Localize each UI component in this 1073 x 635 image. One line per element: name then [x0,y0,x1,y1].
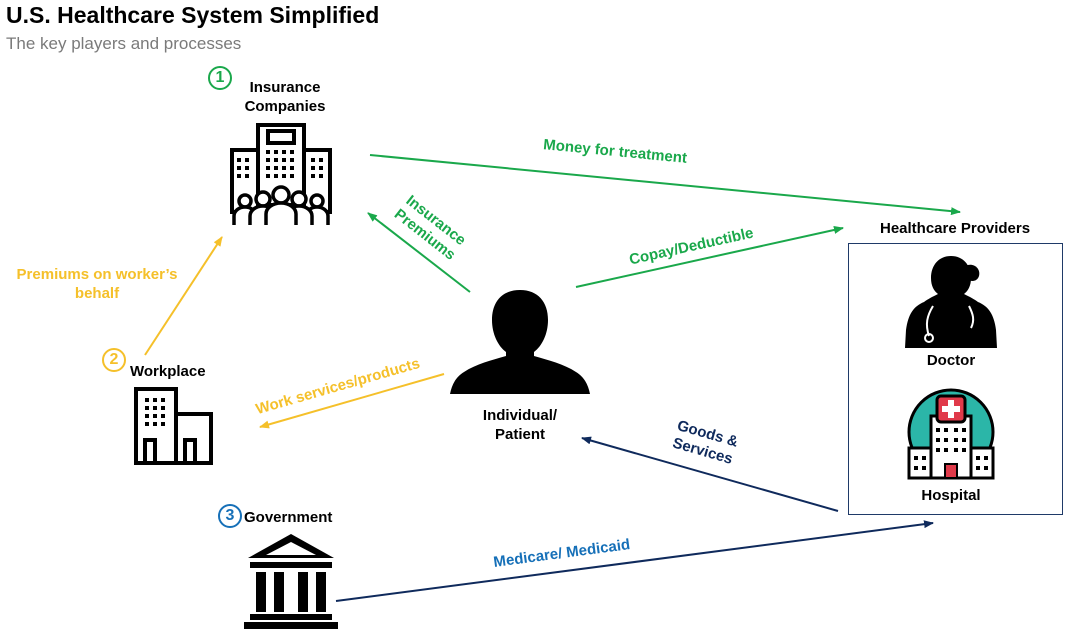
insurance-companies-label: Insurance Companies [230,78,340,116]
arrow-money-for-treatment [369,154,961,216]
healthcare-providers-label: Healthcare Providers [880,220,1031,237]
arrow-premiums-on-workers-behalf [144,236,223,356]
individual-label-line1: Individual/ [482,407,558,424]
premiums-workers-line2: behalf [74,285,120,302]
number-badge-1: 1 [208,66,232,90]
doctor-label: Doctor [926,352,976,369]
insurance-label-line1: Insurance [249,79,321,96]
government-building-icon [244,534,338,629]
office-building-icon [230,123,332,225]
person-silhouette-icon [450,290,590,394]
healthcare-providers-box [848,243,1063,515]
premiums-workers-line1: Premiums on worker’s [16,266,178,283]
diagram-subtitle: The key players and processes [6,34,242,53]
arrow-goods-services [581,436,839,512]
hospital-icon [907,388,995,480]
insurance-label-line2: Companies [244,98,326,115]
hospital-label: Hospital [921,487,981,504]
number-badge-2: 2 [102,348,126,372]
arrow-work-services [259,373,445,429]
government-label: Government [244,509,333,526]
workplace-building-icon [134,387,213,465]
arrow-medicare-medicaid [335,520,934,602]
premiums-on-workers-behalf-label: Premiums on worker’s behalf [2,265,192,303]
doctor-icon [905,256,997,348]
number-badge-3: 3 [218,504,242,528]
arrow-copay-deductible [575,226,844,288]
workplace-label: Workplace [130,363,206,380]
individual-label-line2: Patient [494,426,545,443]
arrow-insurance-premiums [367,212,471,293]
diagram-title: U.S. Healthcare System Simplified [6,2,380,28]
individual-patient-label: Individual/ Patient [460,406,580,444]
